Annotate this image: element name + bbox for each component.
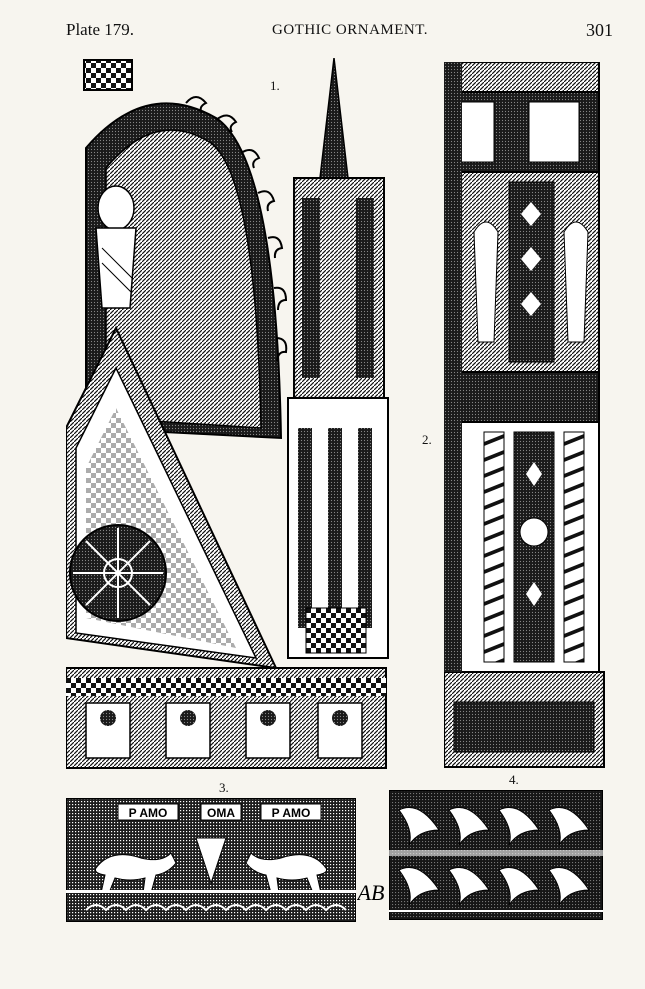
inscription-center: OMA [207,806,235,820]
page-number: 301 [586,20,613,40]
monogram-mark: AB [357,880,384,905]
figure-3-textile-band: P AMO OMA P AMO [66,798,356,922]
figure-3-number: 3. [219,780,229,795]
monogram-text: AB [357,880,384,905]
figure-4-foliage-frieze [389,790,603,920]
figure-2-pilaster-illustration [444,62,605,768]
plate-label: Plate 179. [66,20,134,39]
page-header: Plate 179. GOTHIC ORNAMENT. 301 [0,20,645,44]
running-title: GOTHIC ORNAMENT. [272,22,429,38]
inscription-right: P AMO [272,806,311,820]
figure-1-number: 1. [270,78,280,93]
figure-2-number: 2. [422,432,432,447]
figure-4-number: 4. [509,772,519,787]
figure-1-gable-illustration [66,58,389,769]
inscription-left: P AMO [129,806,168,820]
